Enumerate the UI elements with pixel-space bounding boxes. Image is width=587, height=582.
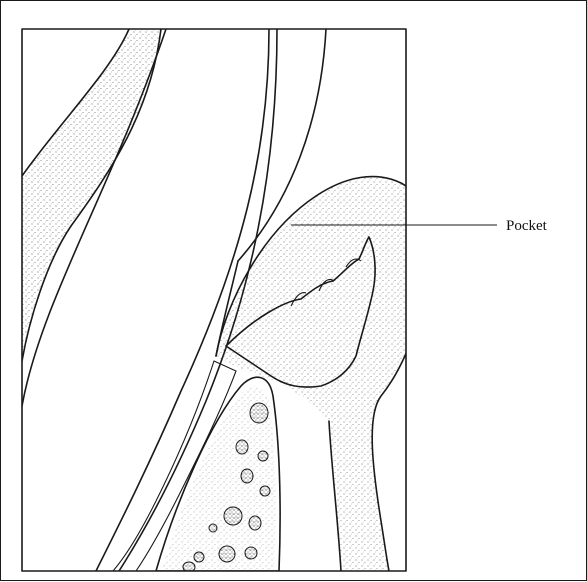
pocket-label: Pocket bbox=[506, 218, 548, 234]
adjacent-tooth-enamel bbox=[22, 29, 161, 361]
